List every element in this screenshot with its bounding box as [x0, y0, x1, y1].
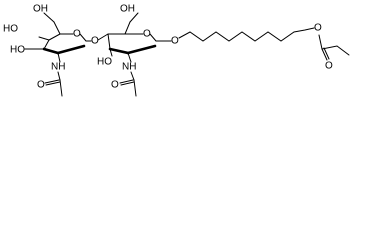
ring-1-acetyl-oxygen-label: O: [37, 80, 45, 91]
ring-2-bonds: [107, 12, 172, 97]
glycosidic-oxygen-label: O: [91, 36, 99, 47]
ring-1-c3-hydroxyl-label: HO: [10, 45, 25, 56]
ring-2-c3-hydroxyl-label: HO: [97, 57, 112, 68]
ring-1-bonds: [24, 12, 92, 97]
ring-1-c6-hydroxyl-label: OH: [33, 4, 48, 15]
ring-1-oxygen-label: O: [73, 29, 81, 40]
atom-labels: OH HO HO O NH O O OH O HO NH O O O O: [3, 4, 333, 91]
ring-2-acetyl-oxygen-label: O: [111, 80, 119, 91]
chemical-structure-diagram: OH HO HO O NH O O OH O HO NH O O O O: [3, 4, 350, 97]
ring-2-oxygen-label: O: [143, 29, 151, 40]
ring-1-c4-hydroxyl-label: HO: [3, 24, 18, 35]
ester-oxygen-label: O: [314, 23, 322, 34]
ring-2-c6-hydroxyl-label: OH: [120, 4, 135, 15]
aglycone-chain-bonds: [178, 27, 350, 61]
ring-1-nh-label: NH: [51, 62, 65, 73]
glycosidic-bond: [97, 33, 109, 41]
ring-2-nh-label: NH: [122, 62, 136, 73]
aglycone-oxygen-label: O: [171, 36, 179, 47]
ester-carbonyl-oxygen-label: O: [325, 61, 333, 72]
